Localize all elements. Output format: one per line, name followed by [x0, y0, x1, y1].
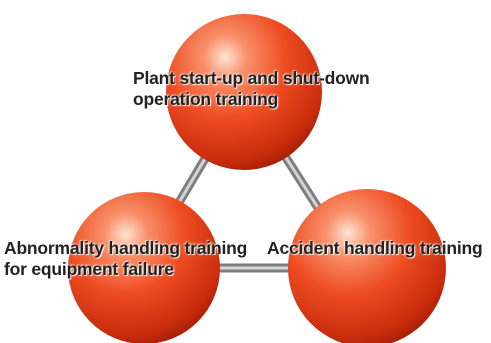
node-right-line-1: Accident handling training	[267, 238, 483, 258]
node-label-right: Accident handling training	[267, 238, 483, 259]
node-label-left: Abnormality handling training for equipm…	[4, 238, 247, 280]
sphere-right	[288, 189, 446, 343]
node-left-line-2: for equipment failure	[4, 259, 174, 279]
node-top-line-1: Plant start-up and shut-down	[133, 68, 370, 88]
sphere-top	[166, 14, 322, 170]
node-label-top: Plant start-up and shut-down operation t…	[133, 68, 370, 110]
node-left-line-1: Abnormality handling training	[4, 238, 248, 258]
node-top-line-2: operation training	[133, 89, 279, 109]
sphere-left	[68, 192, 220, 343]
